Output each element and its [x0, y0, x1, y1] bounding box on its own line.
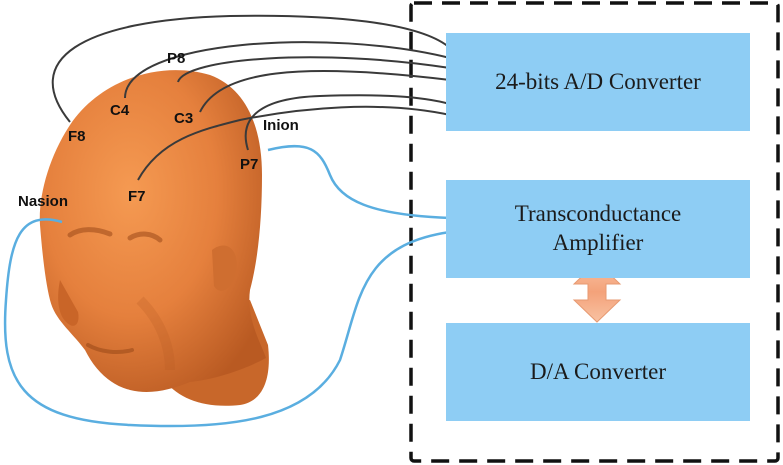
wire-f8: [51, 14, 451, 123]
adc-block: 24-bits A/D Converter: [446, 33, 750, 131]
current-wires: [3, 145, 451, 428]
electrode-label-nasion: Nasion: [18, 193, 69, 210]
amplifier-label-line1: Transconductance: [514, 201, 682, 227]
electrode-label-inion: Inion: [263, 117, 299, 134]
wire-c4: [124, 41, 451, 99]
electrode-label-c4: C4: [110, 102, 130, 119]
dashed-frame: [409, 1, 780, 463]
wire-p7: [244, 94, 451, 151]
electrode-label-p8: P8: [167, 50, 186, 67]
wire-nasion: [3, 218, 451, 428]
electrode-label-f8: F8: [68, 128, 86, 145]
adc-label: 24-bits A/D Converter: [495, 68, 701, 94]
electrode-label-c3: C3: [174, 110, 194, 127]
wire-c3: [199, 70, 451, 113]
amplifier-block: Transconductance Amplifier: [446, 180, 750, 278]
electrode-wires: [51, 14, 451, 181]
dac-label: D/A Converter: [529, 358, 667, 384]
amplifier-label-line2: Amplifier: [552, 230, 644, 255]
wire-p8: [177, 56, 451, 83]
electrode-label-p7: P7: [240, 156, 259, 173]
wire-inion: [267, 145, 451, 220]
head-model-icon: [39, 70, 269, 406]
electrode-label-f7: F7: [128, 188, 146, 205]
dac-block: D/A Converter: [446, 323, 750, 421]
wire-f7: [137, 105, 451, 181]
